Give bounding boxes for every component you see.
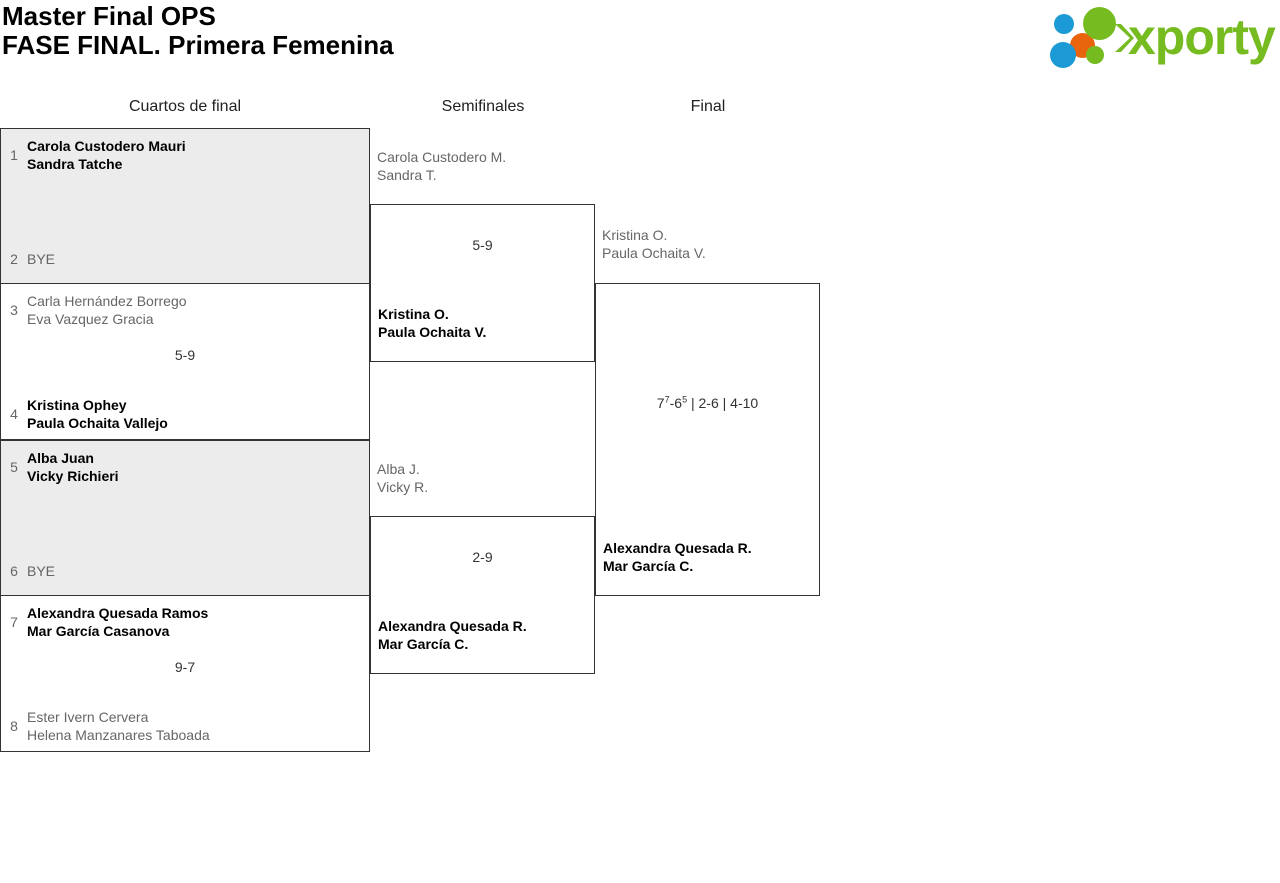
qf-2-slot-top: 3 Carla Hernández Borrego Eva Vazquez Gr… xyxy=(1,292,369,328)
xporty-logo[interactable]: xporty xyxy=(1050,6,1276,68)
match-score: 9-7 xyxy=(174,659,196,675)
team-names: Alexandra Quesada R. Mar García C. xyxy=(378,618,527,652)
sf-1-slot-top: Carola Custodero M. Sandra T. xyxy=(370,148,595,184)
team-names: Carola Custodero M. Sandra T. xyxy=(377,149,507,183)
chevron-right-icon xyxy=(1115,24,1134,52)
qf-4-slot-top: 7 Alexandra Quesada Ramos Mar García Cas… xyxy=(1,604,369,640)
match-box-qf-2[interactable]: 3 Carla Hernández Borrego Eva Vazquez Gr… xyxy=(0,283,370,440)
match-score: 5-9 xyxy=(472,237,493,253)
team-names: BYE xyxy=(27,563,56,579)
seed-spacer xyxy=(596,539,603,548)
tournament-name: Master Final OPS xyxy=(2,1,216,31)
team-names: Kristina O. Paula Ochaita V. xyxy=(602,227,706,261)
round-header-quarterfinals: Cuartos de final xyxy=(128,98,242,115)
seed-number: 3 xyxy=(10,302,18,318)
final-slot-bottom: Alexandra Quesada R. Mar García C. xyxy=(596,539,819,575)
seed-number: 6 xyxy=(10,563,18,579)
final-score-set1-b: 6 xyxy=(674,395,683,411)
match-score: 77-65 | 2-6 | 4-10 xyxy=(656,394,759,411)
tournament-phase: FASE FINAL. Primera Femenina xyxy=(2,30,394,60)
seed-number: 4 xyxy=(10,406,18,422)
seed-spacer xyxy=(370,148,377,157)
seed-spacer xyxy=(370,460,377,469)
team-names: Kristina O. Paula Ochaita V. xyxy=(378,306,487,340)
qf-2-slot-bottom: 4 Kristina Ophey Paula Ochaita Vallejo xyxy=(1,396,369,432)
seed-number: 2 xyxy=(10,251,18,267)
final-score-set1-a-tiebreak: 7 xyxy=(664,394,670,405)
sf-2-slot-bottom: Alexandra Quesada R. Mar García C. xyxy=(371,617,594,653)
match-box-sf-1[interactable]: 5-9 Kristina O. Paula Ochaita V. xyxy=(370,204,595,362)
green-large-dot-icon xyxy=(1083,7,1116,40)
round-header-semifinals: Semifinales xyxy=(441,98,525,115)
team-names: Carla Hernández Borrego Eva Vazquez Grac… xyxy=(27,293,187,327)
final-slot-top: Kristina O. Paula Ochaita V. xyxy=(595,226,820,262)
seed-number: 1 xyxy=(10,147,18,163)
seed-number: 5 xyxy=(10,459,18,475)
qf-1-slot-bottom: 2 BYE xyxy=(1,241,369,268)
final-score-set1-a: 7 xyxy=(656,395,665,411)
seed-number: 8 xyxy=(10,718,18,734)
team-names: Carola Custodero Mauri Sandra Tatche xyxy=(27,138,186,172)
final-score-set1-b-tiebreak: 5 xyxy=(682,394,688,405)
team-names: Alba Juan Vicky Richieri xyxy=(27,450,119,484)
round-header-final: Final xyxy=(690,98,726,115)
seed-spacer xyxy=(371,305,378,314)
logo-wordmark: xporty xyxy=(1128,9,1276,65)
match-box-qf-3[interactable]: 5 Alba Juan Vicky Richieri 6 BYE xyxy=(0,440,370,596)
qf-3-slot-top: 5 Alba Juan Vicky Richieri xyxy=(1,449,369,485)
logo-dots xyxy=(1050,6,1134,68)
team-names: BYE xyxy=(27,251,56,267)
green-small-dot-icon xyxy=(1086,46,1104,64)
team-names: Ester Ivern Cervera Helena Manzanares Ta… xyxy=(27,709,210,743)
page-title: Master Final OPS FASE FINAL. Primera Fem… xyxy=(0,0,394,60)
match-box-qf-4[interactable]: 7 Alexandra Quesada Ramos Mar García Cas… xyxy=(0,595,370,752)
team-names: Kristina Ophey Paula Ochaita Vallejo xyxy=(27,397,168,431)
team-names: Alba J. Vicky R. xyxy=(377,461,429,495)
match-score: 5-9 xyxy=(174,347,196,363)
match-box-qf-1[interactable]: 1 Carola Custodero Mauri Sandra Tatche 2… xyxy=(0,128,370,284)
seed-number: 7 xyxy=(10,614,18,630)
champion-names: Alexandra Quesada R. Mar García C. xyxy=(603,540,752,574)
blue-small-dot-icon xyxy=(1054,14,1074,34)
match-box-sf-2[interactable]: 2-9 Alexandra Quesada R. Mar García C. xyxy=(370,516,595,674)
final-score-remaining-sets: | 2-6 | 4-10 xyxy=(687,395,759,411)
match-score: 2-9 xyxy=(472,549,493,565)
match-box-final[interactable]: 77-65 | 2-6 | 4-10 Alexandra Quesada R. … xyxy=(595,283,820,596)
seed-spacer xyxy=(371,617,378,626)
blue-large-dot-icon xyxy=(1050,42,1076,68)
qf-4-slot-bottom: 8 Ester Ivern Cervera Helena Manzanares … xyxy=(1,708,369,744)
qf-1-slot-top: 1 Carola Custodero Mauri Sandra Tatche xyxy=(1,137,369,173)
qf-3-slot-bottom: 6 BYE xyxy=(1,553,369,580)
seed-spacer xyxy=(595,226,602,235)
sf-1-slot-bottom: Kristina O. Paula Ochaita V. xyxy=(371,305,594,341)
sf-2-slot-top: Alba J. Vicky R. xyxy=(370,460,595,496)
team-names: Alexandra Quesada Ramos Mar García Casan… xyxy=(27,605,209,639)
